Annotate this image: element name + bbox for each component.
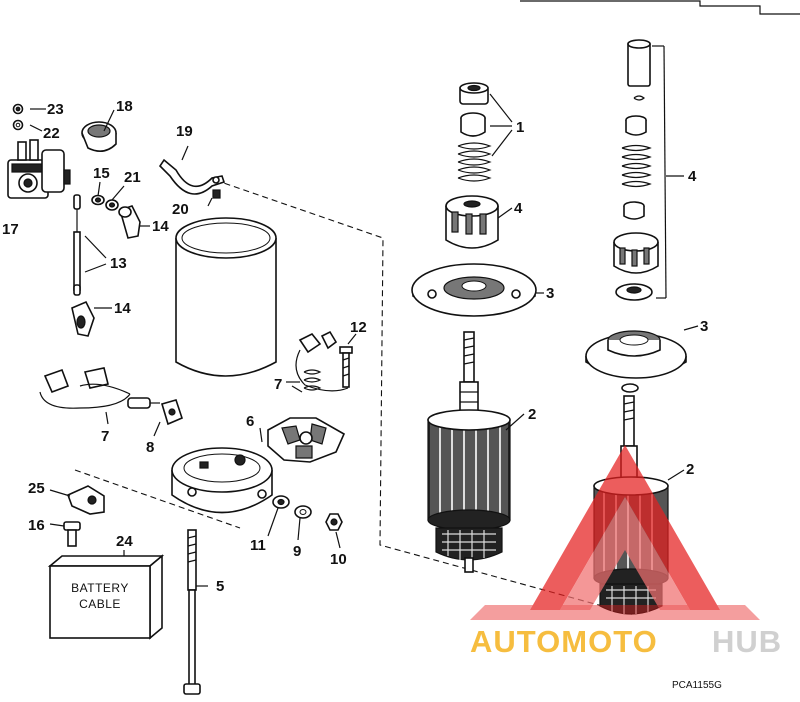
armature-2-left	[427, 331, 511, 573]
washer-9	[294, 505, 312, 519]
callout-4-center: 4	[514, 200, 523, 217]
callout-12: 12	[350, 319, 367, 336]
callout-10: 10	[330, 551, 347, 568]
callout-1: 1	[516, 119, 524, 136]
screw-12	[339, 346, 353, 388]
watermark-text-part1: AUTOMOTO	[470, 624, 658, 659]
washer-15	[91, 194, 105, 206]
figure-code: PCA1155G	[672, 680, 722, 691]
callout-20: 20	[172, 201, 189, 218]
collar-upper-4	[625, 115, 647, 136]
nut-23	[12, 103, 24, 115]
callout-16: 16	[28, 517, 45, 534]
spring-4	[621, 144, 652, 188]
assembly-dashed-line	[214, 179, 636, 616]
callout-7-upper: 7	[274, 376, 282, 393]
callout-3-center: 3	[546, 285, 554, 302]
stop-nut-1	[459, 82, 489, 105]
callout-6: 6	[246, 413, 254, 430]
brush-holder-6	[267, 417, 346, 463]
boot-14-top	[118, 205, 141, 239]
bracket-19	[158, 158, 226, 195]
callout-2-center: 2	[528, 406, 536, 423]
callout-4-right: 4	[688, 168, 697, 185]
nut-10	[325, 513, 343, 531]
brush-set-7-upper	[295, 330, 349, 392]
pinion-drive-4	[445, 195, 499, 249]
end-cap	[171, 447, 273, 514]
collar-1	[460, 112, 486, 137]
callout-21: 21	[124, 169, 141, 186]
callout-19: 19	[176, 123, 193, 140]
nut-21	[105, 199, 119, 211]
drive-head-3-left	[411, 263, 537, 317]
terminal-25	[66, 485, 105, 515]
lockwasher-22	[12, 119, 24, 131]
callout-17: 17	[2, 221, 19, 238]
battery-box-line2: CABLE	[79, 597, 121, 611]
screw-20	[212, 189, 221, 199]
callout-3-right: 3	[700, 318, 708, 335]
callout-15: 15	[93, 165, 110, 182]
callout-8: 8	[146, 439, 154, 456]
solenoid	[7, 139, 71, 199]
boot-14-bottom	[71, 300, 95, 337]
callout-11: 11	[250, 537, 266, 554]
callout-5: 5	[216, 578, 224, 595]
battery-cable-box	[47, 554, 165, 640]
watermark-text-part2: HUB	[712, 624, 782, 659]
callout-18: 18	[116, 98, 133, 115]
callout-22: 22	[43, 125, 60, 142]
callout-25: 25	[28, 480, 45, 497]
collar-lower-4	[623, 201, 645, 220]
screw-16	[63, 521, 81, 547]
field-frame	[175, 217, 277, 377]
callout-2-right: 2	[686, 461, 694, 478]
callout-14-bottom: 14	[114, 300, 131, 317]
callout-13: 13	[110, 255, 127, 272]
callout-23: 23	[47, 101, 64, 118]
battery-box-line1: BATTERY	[71, 581, 129, 595]
terminal-8	[161, 399, 183, 426]
spring-1	[457, 142, 492, 182]
thrust-washer-4	[615, 283, 653, 301]
springs-7	[303, 369, 322, 391]
watermark-logo	[470, 445, 760, 620]
callout-7-left: 7	[101, 428, 109, 445]
assembly-dashed-line-2	[74, 469, 241, 529]
callout-24: 24	[116, 533, 133, 550]
pinion-stop-4	[627, 39, 651, 87]
pinion-gear-4	[613, 232, 659, 274]
leader-lines	[29, 45, 699, 587]
brush-assembly-7	[39, 367, 160, 409]
sleeve-18	[81, 121, 117, 152]
washer-11	[272, 495, 290, 509]
frame-border	[520, 0, 800, 15]
thru-bolt-5	[183, 529, 201, 695]
cable-13	[73, 194, 81, 296]
drive-head-3-right	[585, 330, 687, 379]
retainer-ring	[633, 95, 645, 101]
callout-14-top: 14	[152, 218, 169, 235]
callout-9: 9	[293, 543, 301, 560]
